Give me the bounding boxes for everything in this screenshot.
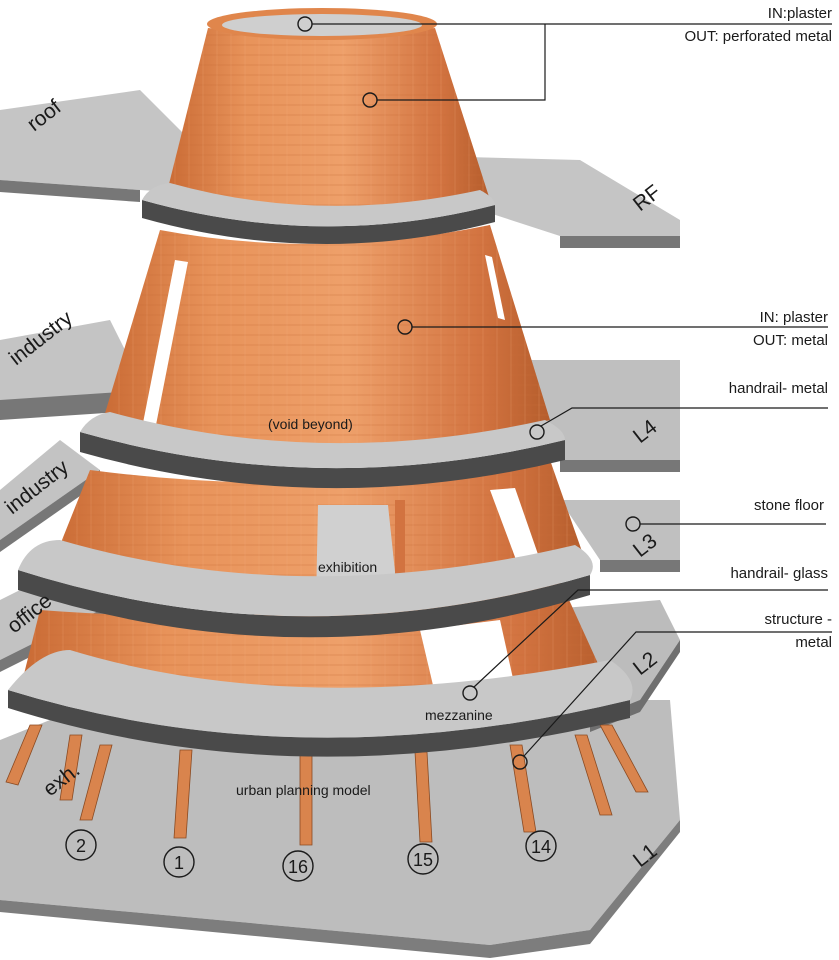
column-number-1: 1 bbox=[174, 853, 184, 873]
space-void-beyond: (void beyond) bbox=[268, 416, 353, 432]
leader-handrail-metal bbox=[529, 407, 828, 440]
slab-l3 bbox=[0, 440, 680, 572]
leader-mid bbox=[397, 319, 828, 335]
column-marker-15 bbox=[407, 843, 439, 875]
leader-structure bbox=[512, 631, 832, 770]
column-number-16: 16 bbox=[288, 857, 308, 877]
annotation-handrail-metal: handrail- metal bbox=[729, 380, 828, 397]
annotation-top-out: OUT: perforated metal bbox=[684, 28, 832, 45]
cone-segment-top bbox=[165, 8, 490, 220]
column-markers bbox=[65, 829, 557, 882]
annotation-stone-floor: stone floor bbox=[754, 497, 824, 514]
leader-handrail-glass bbox=[462, 589, 828, 701]
annotation-mid-in: IN: plaster bbox=[760, 309, 828, 326]
floor-ring-l4 bbox=[80, 412, 565, 489]
column-marker-2 bbox=[65, 829, 97, 861]
space-exhibition: exhibition bbox=[318, 559, 377, 575]
leader-top bbox=[297, 16, 832, 108]
space-urban-planning-model: urban planning model bbox=[236, 782, 371, 798]
space-mezzanine: mezzanine bbox=[425, 707, 493, 723]
annotation-structure-2: metal bbox=[795, 634, 832, 651]
column-number-14: 14 bbox=[531, 837, 551, 857]
cone-segment-l4 bbox=[100, 225, 550, 453]
column-number-2: 2 bbox=[76, 836, 86, 856]
column-marker-1 bbox=[163, 846, 195, 878]
annotation-mid-out: OUT: metal bbox=[753, 332, 828, 349]
column-marker-16 bbox=[282, 850, 314, 882]
annotation-handrail-glass: handrail- glass bbox=[730, 565, 828, 582]
floor-ring-rf bbox=[142, 183, 495, 245]
slab-l1 bbox=[0, 700, 680, 958]
annotation-structure-1: structure - bbox=[764, 611, 832, 628]
column-marker-14 bbox=[525, 830, 557, 862]
leader-stone-floor bbox=[625, 516, 826, 532]
floor-ring-l3 bbox=[18, 540, 593, 638]
annotation-top-in: IN:plaster bbox=[768, 5, 832, 22]
column-number-15: 15 bbox=[413, 850, 433, 870]
floor-ring-l2 bbox=[8, 650, 633, 757]
